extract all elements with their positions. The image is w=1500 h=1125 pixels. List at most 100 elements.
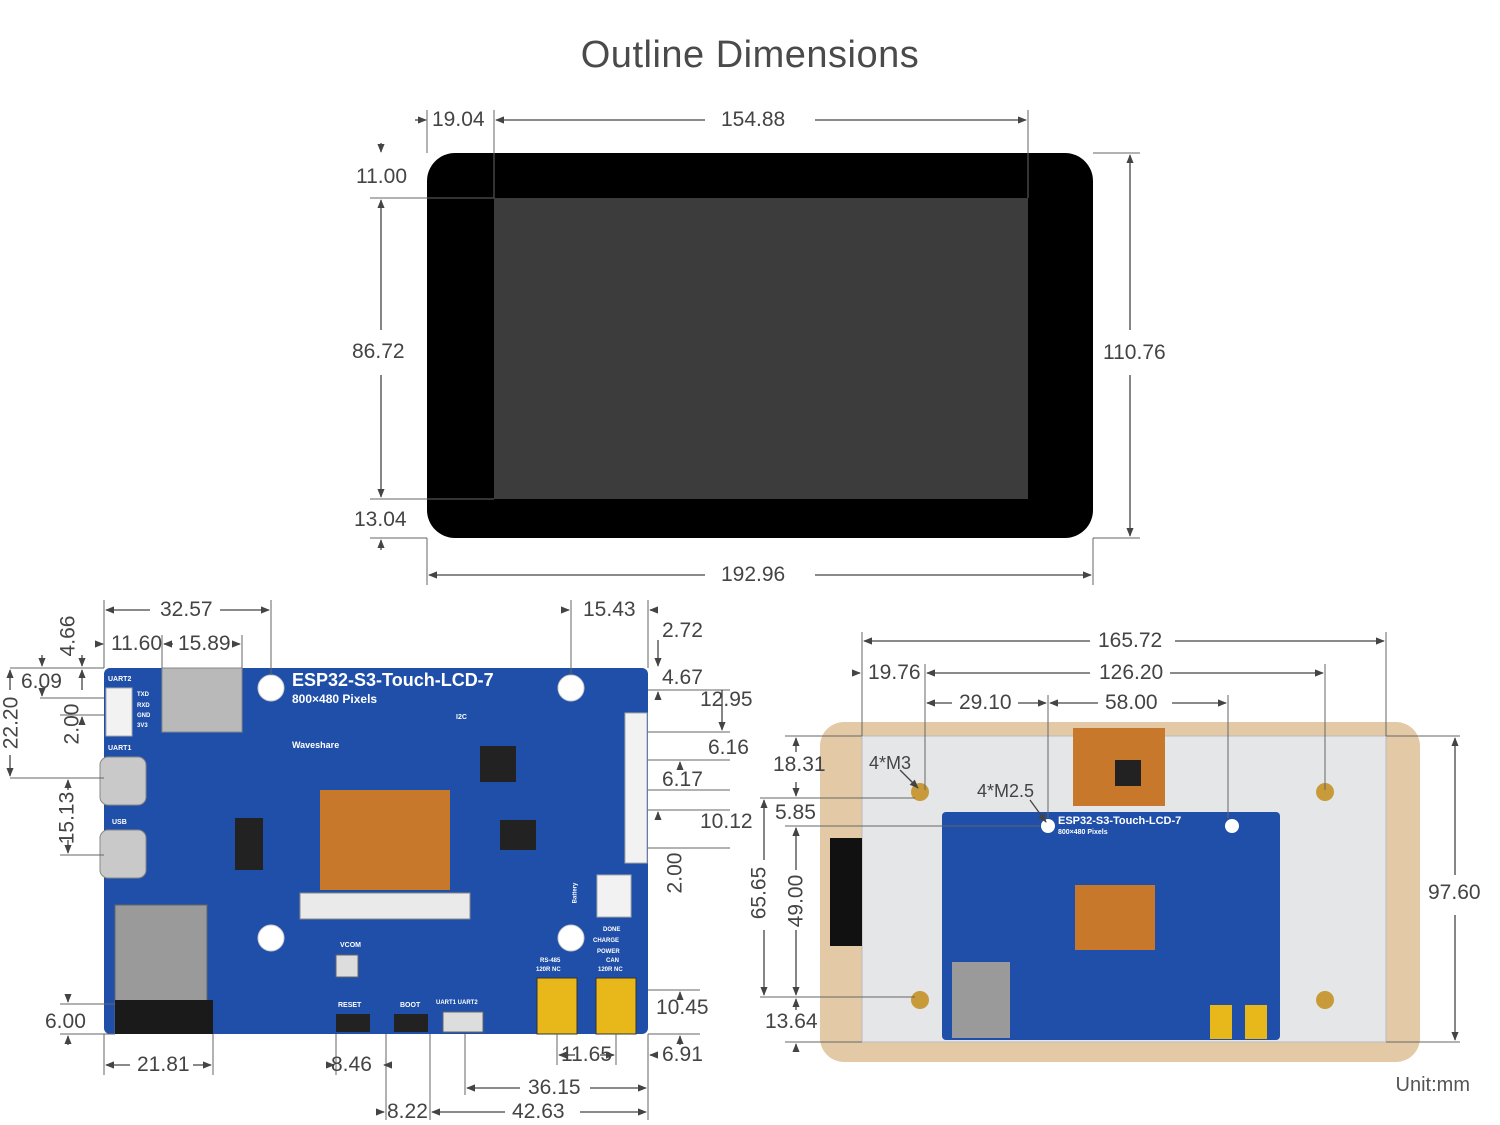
m3-standoff: [1316, 783, 1334, 801]
reset-button: [336, 1014, 370, 1032]
side-slot: [830, 838, 862, 946]
usb-c-uart1: [99, 756, 147, 806]
silk-done: DONE: [603, 927, 621, 933]
back-view: [760, 632, 1460, 1062]
silk-usb: USB: [112, 819, 127, 826]
dim-bottom-bezel: 13.04: [354, 508, 407, 531]
dim-58-00: 58.00: [1102, 692, 1161, 714]
front-view: [370, 110, 1140, 585]
silk-vcom: VCOM: [340, 942, 361, 949]
dim-10-45: 10.45: [656, 996, 709, 1019]
dim-13-64: 13.64: [765, 1010, 818, 1033]
dim-11-60: 11.60: [111, 632, 162, 655]
mini-jumper: [1245, 1005, 1267, 1039]
silk-120r-can: 120R NC: [598, 967, 623, 973]
dim-left-bezel: 19.04: [429, 109, 488, 131]
silk-boot: BOOT: [400, 1002, 421, 1009]
silk-120r-rs485: 120R NC: [536, 967, 561, 973]
dim-32-57: 32.57: [157, 599, 216, 621]
page-title: Outline Dimensions: [580, 34, 920, 76]
dim-2-00-left: 2.00: [60, 703, 84, 745]
silk-uart-select: UART1 UART2: [436, 1000, 478, 1006]
usb-c-usb: [99, 829, 147, 879]
board-resolution: 800×480 Pixels: [292, 692, 378, 706]
fpc-ribbon: [320, 790, 450, 890]
vcom-pot: [335, 954, 359, 978]
dim-6-09: 6.09: [21, 670, 62, 693]
dim-42-63: 42.63: [509, 1101, 568, 1123]
mount-hole: [257, 674, 285, 702]
dim-29-10: 29.10: [956, 692, 1015, 714]
silk-gnd: GND: [137, 713, 151, 719]
mini-board-resolution: 800×480 Pixels: [1058, 829, 1108, 836]
silk-can: CAN: [606, 958, 619, 964]
dim-top-bezel: 11.00: [356, 165, 407, 188]
ic-chip: [500, 820, 536, 850]
dim-4-66: 4.66: [56, 615, 80, 657]
dim-8-46: 8.46: [331, 1053, 372, 1076]
dim-6-17: 6.17: [662, 768, 703, 791]
dim-6-91: 6.91: [662, 1043, 703, 1066]
dim-21-81: 21.81: [134, 1054, 193, 1076]
dim-6-16: 6.16: [708, 736, 749, 759]
dim-6-00: 6.00: [45, 1010, 86, 1033]
dim-2-72: 2.72: [662, 619, 703, 642]
dim-65-65: 65.65: [747, 866, 771, 920]
mount-hole: [557, 674, 585, 702]
m3-standoff: [1316, 991, 1334, 1009]
ic-chip: [480, 746, 516, 782]
silk-uart2: UART2: [108, 676, 132, 683]
mini-fpc: [1075, 885, 1155, 950]
dim-49-00: 49.00: [784, 874, 808, 928]
dim-165-72: 165.72: [1095, 630, 1166, 652]
dim-22-20: 22.20: [0, 696, 23, 750]
header-right: [624, 712, 648, 864]
uart-switch: [442, 1011, 484, 1033]
boot-button: [394, 1014, 428, 1032]
silk-battery: Battery: [572, 882, 579, 904]
esp32-antenna: [115, 1000, 213, 1034]
dim-19-76: 19.76: [868, 661, 921, 684]
active-area: [494, 198, 1028, 499]
dim-8-22: 8.22: [387, 1100, 428, 1123]
mini-board-name: ESP32-S3-Touch-LCD-7: [1058, 815, 1182, 827]
silk-reset: RESET: [338, 1002, 362, 1009]
dim-126-20: 126.20: [1096, 662, 1167, 684]
dim-active-width: 154.88: [718, 109, 789, 131]
uart2-connector: [105, 687, 133, 737]
mount-hole: [557, 924, 585, 952]
silk-rxd: RXD: [137, 703, 150, 709]
mini-jumper: [1210, 1005, 1232, 1039]
silk-power: POWER: [597, 949, 620, 955]
dim-97-60: 97.60: [1425, 882, 1484, 904]
board-name: ESP32-S3-Touch-LCD-7: [292, 670, 494, 690]
dim-15-13: 15.13: [55, 791, 79, 845]
dim-12-95: 12.95: [700, 688, 753, 711]
label-m3: 4*M3: [869, 753, 912, 773]
ic-chip: [235, 818, 263, 870]
brand-logo: Waveshare: [292, 740, 340, 750]
dim-15-43: 15.43: [583, 598, 636, 621]
dim-height: 110.76: [1100, 342, 1169, 364]
silk-uart1: UART1: [108, 745, 132, 752]
dim-15-89: 15.89: [178, 632, 231, 655]
battery-connector: [596, 874, 632, 918]
label-m25: 4*M2.5: [977, 781, 1035, 801]
m3-standoff: [911, 991, 929, 1009]
dim-18-31: 18.31: [773, 753, 826, 776]
m25-hole: [1225, 819, 1239, 833]
can-jumper: [595, 977, 637, 1035]
dim-width: 192.96: [718, 564, 789, 586]
mount-hole: [257, 924, 285, 952]
silk-txd: TXD: [137, 692, 149, 698]
fpc-connector: [299, 892, 471, 920]
silk-3v3: 3V3: [137, 723, 148, 729]
dim-active-height: 86.72: [349, 341, 408, 363]
dim-11-65: 11.65: [561, 1043, 612, 1066]
dim-5-85: 5.85: [775, 801, 816, 824]
m25-hole: [1041, 819, 1055, 833]
dim-4-67: 4.67: [662, 666, 703, 689]
dim-10-12: 10.12: [700, 810, 753, 833]
rs485-jumper: [536, 977, 578, 1035]
